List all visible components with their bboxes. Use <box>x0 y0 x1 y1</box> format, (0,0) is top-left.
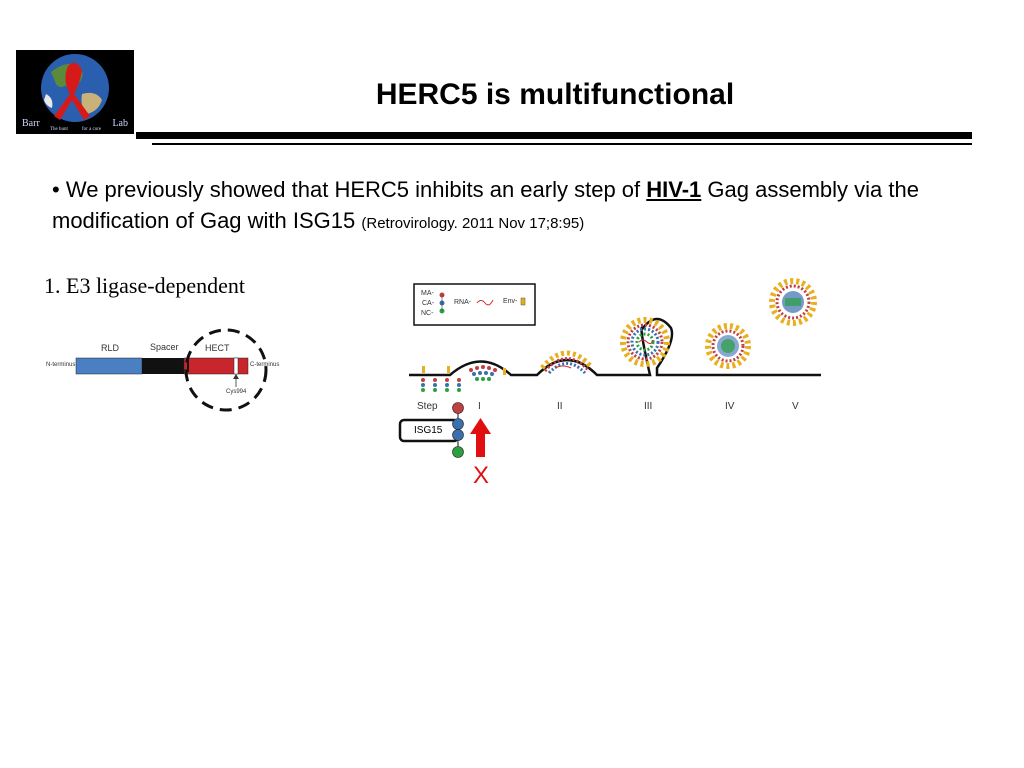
title-rule-thick <box>136 132 972 139</box>
barr-lab-logo: Barr The hunt for a cure Lab <box>16 50 134 134</box>
hect-dashed-circle <box>184 328 268 412</box>
n-terminus-label: N-terminus <box>46 362 76 368</box>
hect-marker <box>187 360 189 372</box>
rld-domain-bar <box>75 357 143 375</box>
step5-virion <box>769 278 817 326</box>
step-label-2: II <box>557 401 563 412</box>
gag-assembly-figure: MA- CA- NC- RNA- Env- Step I II III IV V <box>395 270 835 475</box>
block-x-mark: X <box>473 462 490 489</box>
block-arrow <box>470 418 491 457</box>
legend-ma-label: MA- <box>421 290 434 297</box>
bullet-pre: We previously showed that HERC5 inhibits… <box>65 177 647 202</box>
legend-rna-label: RNA- <box>454 299 472 306</box>
spacer-label: Spacer <box>150 342 179 352</box>
step3-virion <box>620 317 670 367</box>
rld-label: RLD <box>101 343 120 353</box>
title-rule-thin <box>152 143 972 145</box>
cys994-label: Cys994 <box>226 389 247 395</box>
isg15-label: ISG15 <box>414 425 443 436</box>
spacer-domain-bar <box>142 358 184 374</box>
legend-ca-label: CA- <box>422 300 435 307</box>
logo-text-right: Lab <box>112 118 128 129</box>
step1-gag <box>421 366 506 392</box>
hect-label: HECT <box>205 343 230 353</box>
bullet-post: Gag assembly via the modification of Gag… <box>52 177 919 233</box>
step2-bud <box>540 350 594 375</box>
step1-cluster <box>469 365 497 381</box>
step-label-5: V <box>792 401 799 412</box>
logo-text-left: Barr <box>22 118 40 129</box>
logo-text-tagline-2: for a cure <box>82 127 102 132</box>
hect-domain-bar <box>183 357 249 375</box>
step-label-3: III <box>644 401 653 412</box>
slide-title: HERC5 is multifunctional <box>375 78 735 111</box>
logo-text-tagline-1: The hunt <box>50 127 68 132</box>
step-header: Step <box>417 401 438 412</box>
bullet-highlight: HIV-1 <box>646 177 702 202</box>
c-terminus-label: C-terminus <box>250 362 280 368</box>
membrane-line <box>409 317 821 377</box>
list-item-1: 1. E3 ligase-dependent <box>44 273 245 298</box>
step4-virion <box>705 323 751 369</box>
gag-ma-circle <box>452 402 464 414</box>
legend-env-label: Env- <box>503 298 518 305</box>
step-label-4: IV <box>725 401 735 412</box>
cys994-site <box>233 357 239 375</box>
bullet-citation: (Retrovirology. 2011 Nov 17;8:95) <box>361 215 585 232</box>
gag-nc-circle <box>452 446 464 458</box>
step-label-1: I <box>478 401 481 412</box>
gag-ca-circle-2 <box>452 429 464 441</box>
bullet-marker: • <box>52 177 60 202</box>
legend-box <box>413 283 536 326</box>
gag-ca-circle-1 <box>452 418 464 430</box>
legend-nc-label: NC- <box>421 310 434 317</box>
bullet-text: • We previously showed that HERC5 inhibi… <box>52 174 932 239</box>
